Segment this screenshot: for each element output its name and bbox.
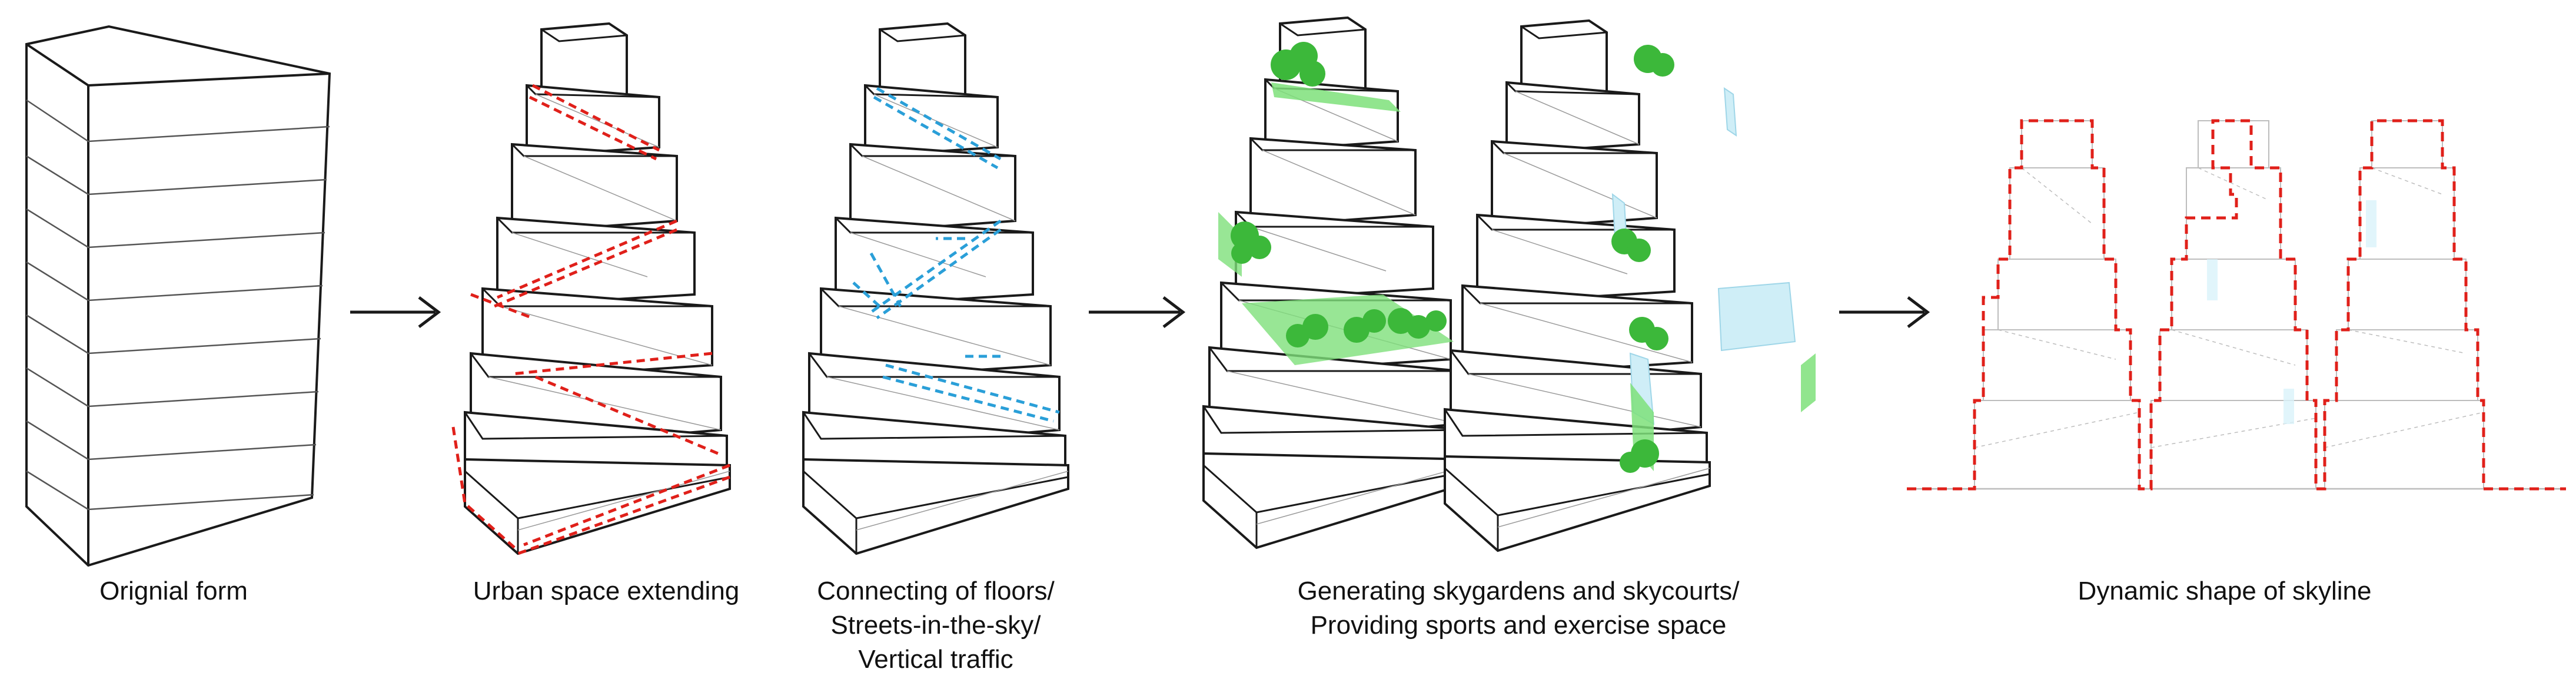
stage-arrow-2 (1089, 296, 1186, 328)
connecting-tower (802, 22, 1069, 555)
caption-dynamic-skyline: Dynamic shape of skyline (2078, 577, 2372, 605)
caption-skygardens: Generating skygardens and skycourts/ Pro… (1297, 577, 1740, 640)
skygarden-tower-b (1444, 19, 1711, 552)
skyline-red-profile (1907, 119, 2566, 491)
caption-connecting-floors: Connecting of floors/ Streets-in-the-sky… (817, 577, 1055, 674)
skyline-outline (1907, 120, 2566, 490)
skygarden-greenery-a (1218, 42, 1477, 389)
red-extension-lines (451, 84, 730, 555)
stage-arrow-3 (1839, 296, 1930, 328)
stage-arrow-1 (350, 296, 441, 328)
skygarden-greenery-b (1611, 45, 1816, 473)
urban-space-tower (464, 22, 731, 555)
blue-connection-lines (852, 87, 1060, 423)
caption-urban-space-extending: Urban space extending (473, 577, 740, 605)
original-form-block (25, 25, 331, 567)
caption-original-form: Orignial form (99, 577, 248, 605)
